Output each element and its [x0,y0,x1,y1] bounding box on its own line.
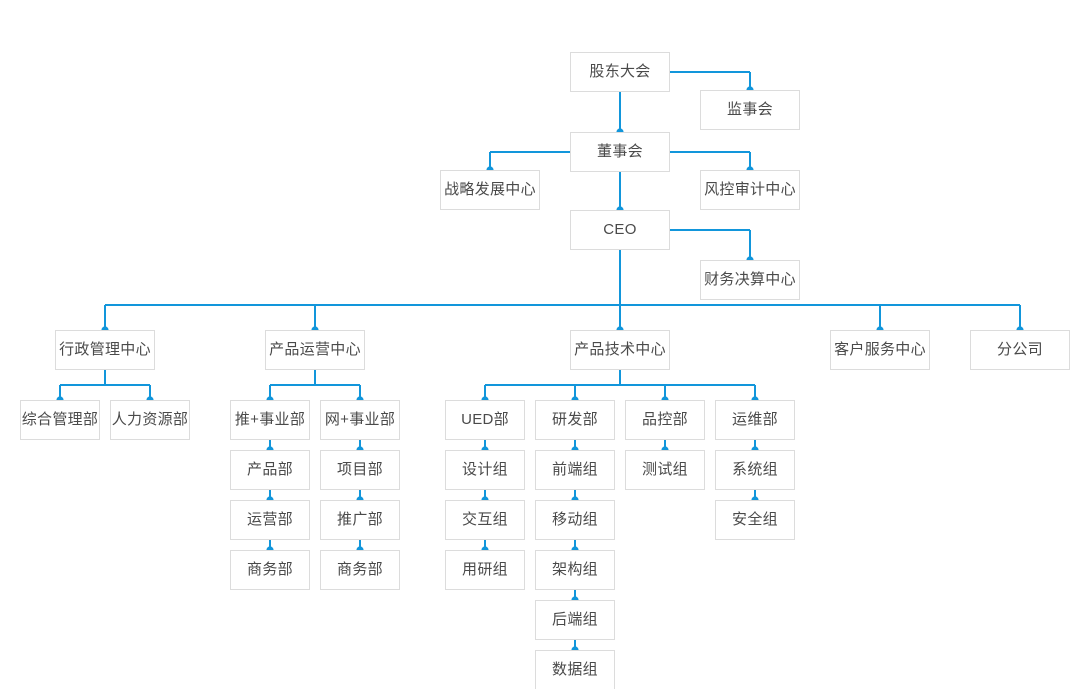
org-node-label: 商务部 [337,560,383,578]
org-node-label: CEO [603,220,637,238]
org-node-n27[interactable]: 设计组 [445,450,525,490]
org-node-label: 财务决算中心 [704,270,796,288]
org-node-n9[interactable]: 产品运营中心 [265,330,365,370]
org-node-n36[interactable]: 后端组 [535,600,615,640]
org-node-label: 商务部 [247,560,293,578]
org-node-label: 移动组 [552,510,598,528]
org-node-label: 网+事业部 [324,410,396,428]
org-node-n28[interactable]: 前端组 [535,450,615,490]
org-node-n24[interactable]: 研发部 [535,400,615,440]
org-node-label: 数据组 [552,660,598,678]
org-node-n14[interactable]: 人力资源部 [110,400,190,440]
org-node-n20[interactable]: 推广部 [320,500,400,540]
org-node-n4[interactable]: 战略发展中心 [440,170,540,210]
org-node-n8[interactable]: 行政管理中心 [55,330,155,370]
org-node-n1[interactable]: 股东大会 [570,52,670,92]
org-node-n12[interactable]: 分公司 [970,330,1070,370]
org-node-label: 客户服务中心 [834,340,926,358]
org-node-label: 系统组 [732,460,778,478]
org-node-n26[interactable]: 运维部 [715,400,795,440]
org-node-label: 综合管理部 [21,410,99,428]
org-node-n35[interactable]: 架构组 [535,550,615,590]
org-node-n32[interactable]: 移动组 [535,500,615,540]
org-node-label: UED部 [461,410,509,428]
org-node-n31[interactable]: 交互组 [445,500,525,540]
org-node-label: 推广部 [337,510,383,528]
org-node-label: 前端组 [552,460,598,478]
org-node-label: 项目部 [337,460,383,478]
org-node-n16[interactable]: 网+事业部 [320,400,400,440]
org-node-label: 风控审计中心 [704,180,796,198]
org-node-n7[interactable]: 财务决算中心 [700,260,800,300]
org-node-n21[interactable]: 商务部 [230,550,310,590]
org-node-n17[interactable]: 产品部 [230,450,310,490]
org-node-n11[interactable]: 客户服务中心 [830,330,930,370]
org-node-n37[interactable]: 数据组 [535,650,615,689]
org-node-label: 行政管理中心 [59,340,151,358]
org-node-n6[interactable]: CEO [570,210,670,250]
org-node-label: 运维部 [732,410,778,428]
org-node-n19[interactable]: 运营部 [230,500,310,540]
org-node-label: 董事会 [597,142,643,160]
org-node-n30[interactable]: 系统组 [715,450,795,490]
org-node-label: 测试组 [642,460,688,478]
org-node-n18[interactable]: 项目部 [320,450,400,490]
org-node-label: 推+事业部 [234,410,306,428]
org-node-label: 安全组 [732,510,778,528]
org-node-n10[interactable]: 产品技术中心 [570,330,670,370]
org-node-n13[interactable]: 综合管理部 [20,400,100,440]
org-node-label: 设计组 [462,460,508,478]
org-node-n22[interactable]: 商务部 [320,550,400,590]
org-node-label: 研发部 [552,410,598,428]
org-node-label: 运营部 [247,510,293,528]
org-node-label: 产品技术中心 [574,340,666,358]
org-node-n15[interactable]: 推+事业部 [230,400,310,440]
org-node-label: 分公司 [997,340,1043,358]
org-node-label: 人力资源部 [111,410,189,428]
org-node-label: 交互组 [462,510,508,528]
org-node-n3[interactable]: 董事会 [570,132,670,172]
org-node-label: 战略发展中心 [444,180,536,198]
org-node-n34[interactable]: 用研组 [445,550,525,590]
org-node-label: 监事会 [727,100,773,118]
org-node-label: 用研组 [462,560,508,578]
org-node-n33[interactable]: 安全组 [715,500,795,540]
org-node-label: 架构组 [552,560,598,578]
org-node-n25[interactable]: 品控部 [625,400,705,440]
org-node-label: 产品运营中心 [269,340,361,358]
org-node-n5[interactable]: 风控审计中心 [700,170,800,210]
org-node-n29[interactable]: 测试组 [625,450,705,490]
org-node-label: 股东大会 [589,62,651,80]
org-node-label: 品控部 [642,410,688,428]
org-node-label: 产品部 [247,460,293,478]
org-node-label: 后端组 [552,610,598,628]
org-node-n2[interactable]: 监事会 [700,90,800,130]
org-node-n23[interactable]: UED部 [445,400,525,440]
